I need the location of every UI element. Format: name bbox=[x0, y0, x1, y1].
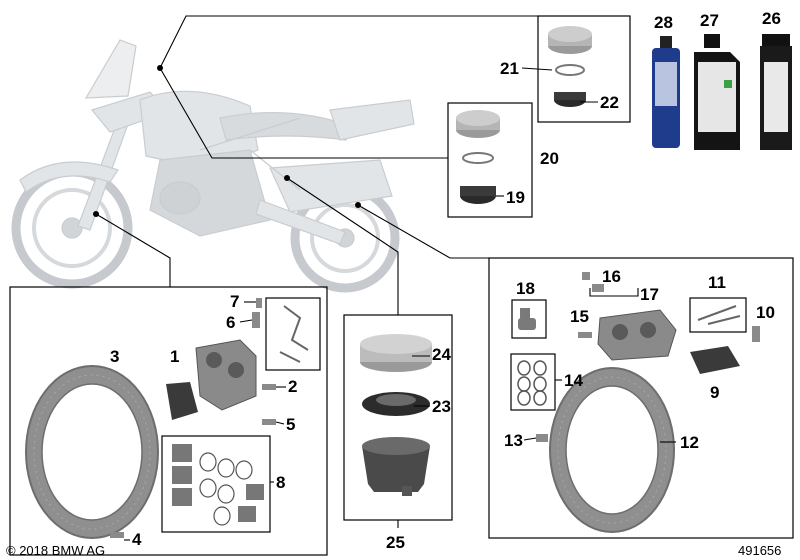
rear-brake-disc bbox=[549, 367, 675, 533]
callout-16: 16 bbox=[602, 267, 621, 286]
front-brake-disc bbox=[25, 365, 159, 539]
callout-3: 3 bbox=[110, 347, 119, 366]
callout-18: 18 bbox=[516, 279, 535, 298]
copyright-text: © 2018 BMW AG bbox=[6, 543, 105, 558]
seal-kit bbox=[172, 444, 264, 526]
pad-spring-box bbox=[689, 297, 747, 333]
rear-bolts bbox=[536, 272, 760, 442]
callout-2: 2 bbox=[288, 377, 297, 396]
brake-fluid-bottle bbox=[652, 36, 680, 148]
label-leaders bbox=[124, 67, 676, 541]
callout-12: 12 bbox=[680, 433, 699, 452]
callout-10: 10 bbox=[756, 303, 775, 322]
callout-27: 27 bbox=[700, 11, 719, 30]
callout-15: 15 bbox=[570, 307, 589, 326]
callout-26: 26 bbox=[762, 9, 781, 28]
callout-17: 17 bbox=[640, 285, 659, 304]
leader-lines bbox=[95, 15, 538, 315]
oil-bottle bbox=[694, 34, 740, 150]
motorcycle-illustration bbox=[11, 39, 415, 293]
spray-can bbox=[760, 34, 792, 150]
reservoir-cap-box-rear bbox=[447, 102, 533, 218]
o-ring-box bbox=[510, 353, 556, 411]
reservoir-cover bbox=[360, 334, 432, 372]
pad-spring bbox=[697, 305, 741, 325]
callout-24: 24 bbox=[432, 345, 451, 364]
reservoir-cap-rear bbox=[456, 110, 500, 204]
callout-5: 5 bbox=[286, 415, 295, 434]
seal-kit-box bbox=[161, 435, 271, 533]
pin-kit bbox=[279, 305, 309, 363]
callout-1: 1 bbox=[170, 347, 179, 366]
callout-13: 13 bbox=[504, 431, 523, 450]
diagram-number: 491656 bbox=[738, 543, 781, 558]
callout-11: 11 bbox=[708, 273, 726, 292]
callout-14: 14 bbox=[564, 371, 583, 390]
bleeder-box bbox=[511, 299, 547, 339]
front-bolts bbox=[110, 298, 276, 538]
reservoir-diaphragm bbox=[362, 392, 430, 416]
callout-25: 25 bbox=[386, 533, 405, 552]
callout-8: 8 bbox=[276, 473, 285, 492]
reservoir-container bbox=[362, 437, 430, 496]
rear-brake-caliper bbox=[597, 309, 677, 361]
o-rings bbox=[517, 360, 547, 406]
callout-21: 21 bbox=[500, 59, 519, 78]
callout-22: 22 bbox=[600, 93, 619, 112]
callout-labels: 28 27 26 21 22 20 19 7 6 1 3 2 5 8 4 24 … bbox=[110, 9, 781, 552]
callout-4: 4 bbox=[132, 530, 142, 549]
callout-28: 28 bbox=[654, 13, 673, 32]
callout-9: 9 bbox=[710, 383, 719, 402]
callout-7: 7 bbox=[230, 292, 239, 311]
front-brake-group-box bbox=[9, 286, 328, 556]
callout-19: 19 bbox=[506, 188, 525, 207]
callout-6: 6 bbox=[226, 313, 235, 332]
rear-brake-pads bbox=[690, 346, 740, 374]
callout-20: 20 bbox=[540, 149, 559, 168]
reservoir-cap-front bbox=[548, 26, 592, 107]
pin-kit-box bbox=[265, 297, 321, 371]
front-brake-pads bbox=[166, 382, 198, 420]
bracket-16-17 bbox=[589, 288, 639, 297]
callout-23: 23 bbox=[432, 397, 451, 416]
bleeder-valve bbox=[518, 308, 536, 330]
front-brake-caliper bbox=[195, 339, 257, 411]
rear-brake-group-box bbox=[488, 257, 794, 539]
